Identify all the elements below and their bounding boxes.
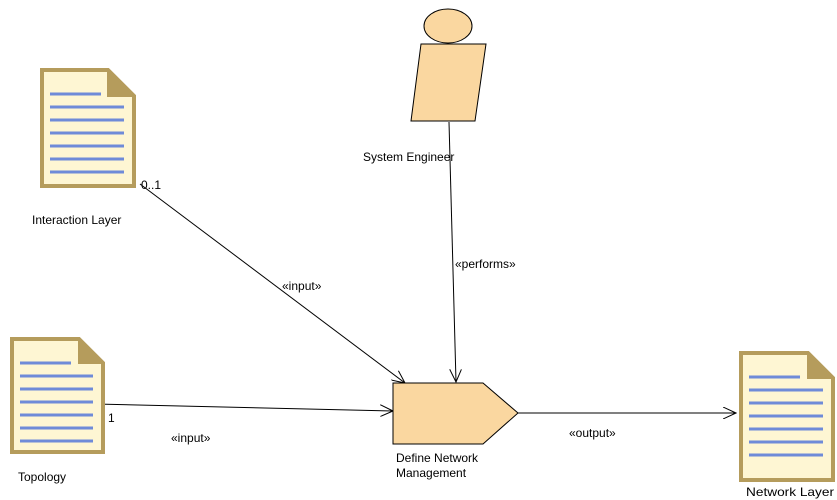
role-icon	[410, 8, 487, 122]
output-label: «output»	[569, 426, 616, 440]
interaction-multiplicity-label: 0..1	[141, 178, 161, 192]
task-label-line2: Management	[396, 466, 467, 480]
task-shape	[392, 382, 519, 445]
connector-performs[interactable]	[448, 121, 456, 382]
system-engineer-label: System Engineer	[363, 150, 454, 164]
document-icon	[40, 68, 136, 188]
network-layer-label: Network Layer	[746, 485, 834, 499]
interaction-layer-artifact[interactable]: Interaction Layer	[32, 68, 136, 227]
performs-label: «performs»	[455, 257, 516, 271]
network-layer-artifact[interactable]: Network Layer	[739, 351, 835, 499]
interaction-layer-label: Interaction Layer	[32, 213, 121, 227]
topology-artifact[interactable]: Topology	[10, 337, 105, 484]
connector-topology-input[interactable]	[94, 403, 393, 411]
topology-label: Topology	[18, 470, 66, 484]
connector-interaction-input[interactable]	[139, 183, 405, 383]
define-network-management-task[interactable]: Define Network Management	[392, 382, 519, 480]
document-icon	[739, 351, 835, 482]
interaction-input-label: «input»	[282, 279, 322, 293]
document-icon	[10, 337, 105, 454]
system-engineer-role[interactable]: System Engineer	[363, 8, 487, 164]
task-label-line1: Define Network	[396, 451, 479, 465]
topology-input-label: «input»	[171, 431, 211, 445]
topology-multiplicity-label: 1	[108, 411, 115, 425]
